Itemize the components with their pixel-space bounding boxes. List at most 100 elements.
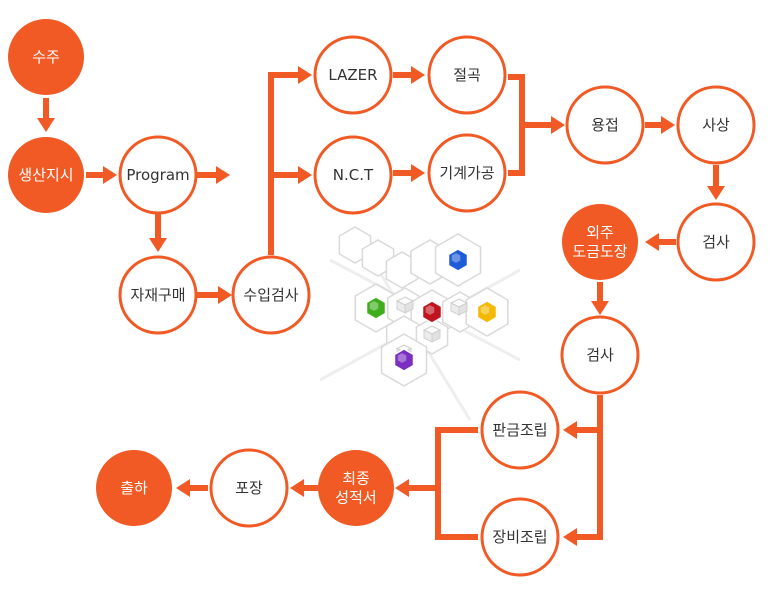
node-jajae: 자재구매 — [118, 255, 198, 335]
node-label: 절곡 — [453, 66, 481, 84]
connectors — [37, 66, 725, 546]
hexagon-decoration — [319, 226, 521, 421]
node-circle — [118, 135, 198, 215]
node-circle — [313, 135, 393, 215]
node-label: 판금조립 — [492, 421, 547, 439]
node-label: 출하 — [120, 479, 148, 497]
arrow-head — [176, 479, 190, 497]
node-circle — [562, 204, 638, 280]
node-label: 생산지시 — [18, 166, 73, 184]
node-circle — [427, 35, 507, 115]
node-label: 기계가공 — [439, 164, 494, 182]
arrow-head — [103, 166, 117, 184]
node-label-line: 검사 — [702, 233, 730, 251]
gem-highlight — [480, 305, 490, 315]
gem-highlight — [451, 253, 461, 263]
arrow-head — [37, 118, 55, 132]
node-label: N.C.T — [333, 166, 374, 184]
node-circle — [8, 19, 84, 95]
node-circle — [676, 85, 756, 165]
arrow-head — [298, 166, 312, 184]
arrow-head — [218, 286, 232, 304]
node-label: 자재구매 — [130, 286, 185, 304]
node-pangeum: 판금조립 — [480, 390, 560, 470]
node-label: 사상 — [702, 116, 730, 134]
node-gigye: 기계가공 — [427, 133, 507, 213]
node-nct: N.C.T — [313, 135, 393, 215]
arrow-head — [563, 421, 577, 439]
arrow-head — [661, 116, 675, 134]
node-label: LAZER — [328, 66, 377, 84]
node-saengsan: 생산지시 — [8, 137, 84, 213]
node-circle — [427, 133, 507, 213]
node-circle — [565, 85, 645, 165]
purple-gem — [393, 348, 415, 372]
node-label-line: 최종 — [342, 470, 370, 488]
node-label: 수입검사 — [243, 286, 298, 304]
node-label-line: 판금조립 — [492, 421, 547, 439]
node-label-line: 장비조립 — [492, 528, 547, 546]
node-jangbi: 장비조립 — [480, 497, 560, 577]
node-circle — [209, 448, 289, 528]
node-pojang: 포장 — [209, 448, 289, 528]
node-label-line: Program — [126, 166, 189, 184]
cube-icon — [395, 296, 415, 314]
node-label: Program — [126, 166, 189, 184]
node-circle — [8, 137, 84, 213]
node-label-line: 용접 — [591, 116, 619, 134]
node-label-line: 수주 — [32, 48, 60, 66]
gem-highlight — [425, 305, 435, 315]
node-circle — [96, 450, 172, 526]
red-gem — [421, 300, 443, 324]
node-chulha: 출하 — [96, 450, 172, 526]
node-yongjeop: 용접 — [565, 85, 645, 165]
node-suju: 수주 — [8, 19, 84, 95]
node-label-line: 자재구매 — [130, 286, 185, 304]
node-label-line: 포장 — [235, 479, 263, 497]
node-label-line: 출하 — [120, 479, 148, 497]
node-geomsa2: 검사 — [560, 315, 640, 395]
arrow-head — [395, 479, 409, 497]
node-circle — [480, 497, 560, 577]
gem-highlight — [397, 353, 407, 363]
node-circle — [118, 255, 198, 335]
arrow-head — [411, 164, 425, 182]
node-label: 포장 — [235, 479, 263, 497]
arrow-head — [149, 238, 167, 252]
arrow-head — [298, 66, 312, 84]
node-circle — [318, 450, 394, 526]
node-suip: 수입검사 — [231, 255, 311, 335]
node-label-line: 생산지시 — [18, 166, 73, 184]
node-label-line: 외주 — [586, 224, 614, 242]
node-label-line: LAZER — [328, 66, 377, 84]
node-label-line: N.C.T — [333, 166, 374, 184]
node-lazer: LAZER — [313, 35, 393, 115]
cube-icon — [422, 325, 442, 343]
node-label: 장비조립 — [492, 528, 547, 546]
node-circle — [313, 35, 393, 115]
node-sasang: 사상 — [676, 85, 756, 165]
node-program: Program — [118, 135, 198, 215]
node-label: 수주 — [32, 48, 60, 66]
arrow-head — [563, 528, 577, 546]
node-label-line: 수입검사 — [243, 286, 298, 304]
green-gem — [365, 296, 387, 320]
node-circle — [560, 315, 640, 395]
node-label-line: 성적서 — [335, 489, 376, 507]
arrow-head — [707, 186, 725, 200]
node-label-line: 기계가공 — [439, 164, 494, 182]
node-jeolgok: 절곡 — [427, 35, 507, 115]
gem-highlight — [369, 301, 379, 311]
arrow-head — [216, 166, 230, 184]
arrow-head — [411, 66, 425, 84]
node-label: 용접 — [591, 116, 619, 134]
node-circle — [231, 255, 311, 335]
node-label-line: 도금도장 — [572, 243, 627, 261]
